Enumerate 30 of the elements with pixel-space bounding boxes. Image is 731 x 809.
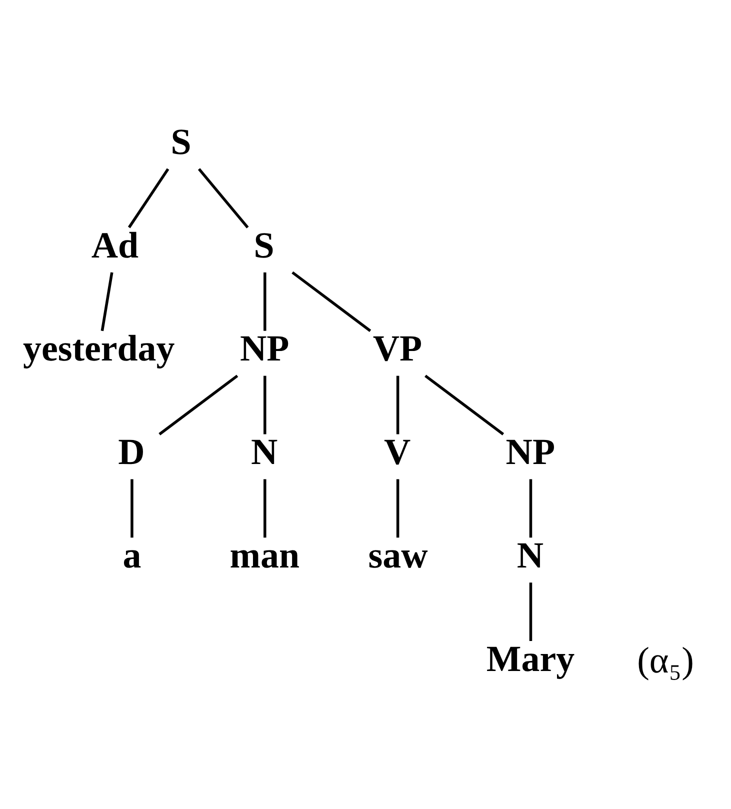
connector bbox=[424, 374, 504, 435]
connector bbox=[396, 478, 400, 538]
label: (α₅) bbox=[637, 639, 694, 680]
connector bbox=[529, 582, 532, 640]
connector bbox=[198, 168, 249, 228]
connector bbox=[292, 270, 372, 332]
node-text: D bbox=[118, 430, 145, 472]
node-text: yesterday bbox=[23, 327, 175, 368]
node-text: saw bbox=[368, 534, 428, 575]
connector bbox=[158, 374, 238, 435]
node-text: NP bbox=[240, 327, 290, 368]
node-text: VP bbox=[372, 327, 422, 368]
node-text: N bbox=[251, 430, 278, 472]
node-text: Mary bbox=[486, 637, 575, 678]
node-text: N bbox=[516, 534, 544, 575]
connector bbox=[128, 168, 170, 228]
node-text: S bbox=[254, 224, 274, 265]
node-text: V bbox=[384, 430, 411, 472]
connector bbox=[264, 478, 266, 538]
connector bbox=[100, 272, 114, 331]
connector bbox=[529, 478, 532, 538]
connector bbox=[130, 478, 134, 538]
connector bbox=[264, 375, 266, 434]
connector bbox=[264, 272, 266, 330]
connector bbox=[396, 375, 400, 434]
node-text: man bbox=[230, 534, 300, 575]
node-text: Ad bbox=[91, 224, 139, 265]
node-text: S bbox=[170, 120, 192, 162]
node-text: a bbox=[122, 534, 142, 575]
node-text: NP bbox=[506, 430, 556, 472]
